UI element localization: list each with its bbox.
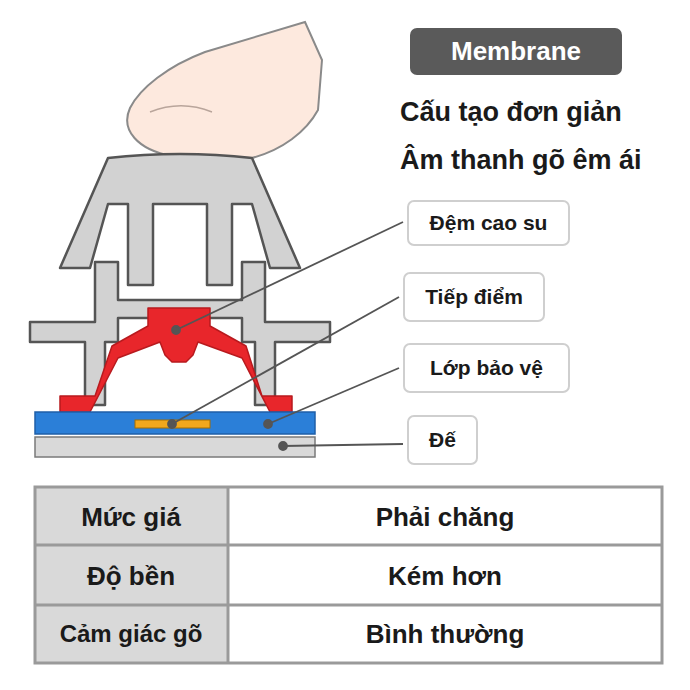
title-badge: Membrane — [410, 28, 622, 75]
feature-text: Cấu tạo đơn giản — [400, 97, 622, 128]
leader-line — [283, 444, 403, 446]
table-cell: Kém hơn — [388, 561, 502, 592]
table-header-cell: Độ bền — [87, 561, 175, 592]
leader-dot — [168, 420, 176, 428]
feature-text: Âm thanh gõ êm ái — [400, 145, 642, 176]
base — [35, 437, 315, 457]
part-label: Đế — [429, 428, 456, 452]
leader-line — [172, 297, 399, 424]
title-text: Membrane — [451, 36, 581, 67]
table-cell: Phải chăng — [376, 502, 515, 533]
comparison-table — [35, 487, 662, 663]
leader-dot — [264, 420, 272, 428]
leader-line — [268, 368, 399, 424]
label-box: Tiếp điểm — [403, 272, 545, 322]
leader-dot — [279, 442, 287, 450]
label-box: Đệm cao su — [407, 200, 570, 246]
finger-crease — [150, 106, 212, 112]
table-header-cell: Cảm giác gõ — [60, 620, 203, 648]
table-header-cell: Mức giá — [81, 502, 181, 533]
part-label: Đệm cao su — [430, 211, 548, 235]
label-box: Đế — [407, 415, 478, 465]
label-box: Lớp bảo vệ — [403, 343, 570, 393]
rubber-dome — [60, 308, 292, 412]
part-label: Lớp bảo vệ — [430, 356, 543, 380]
table-cell: Bình thường — [366, 619, 525, 650]
finger — [127, 22, 322, 158]
leader-dot — [172, 326, 180, 334]
part-label: Tiếp điểm — [425, 285, 523, 309]
protective-layer — [35, 412, 315, 434]
contact — [135, 420, 210, 428]
